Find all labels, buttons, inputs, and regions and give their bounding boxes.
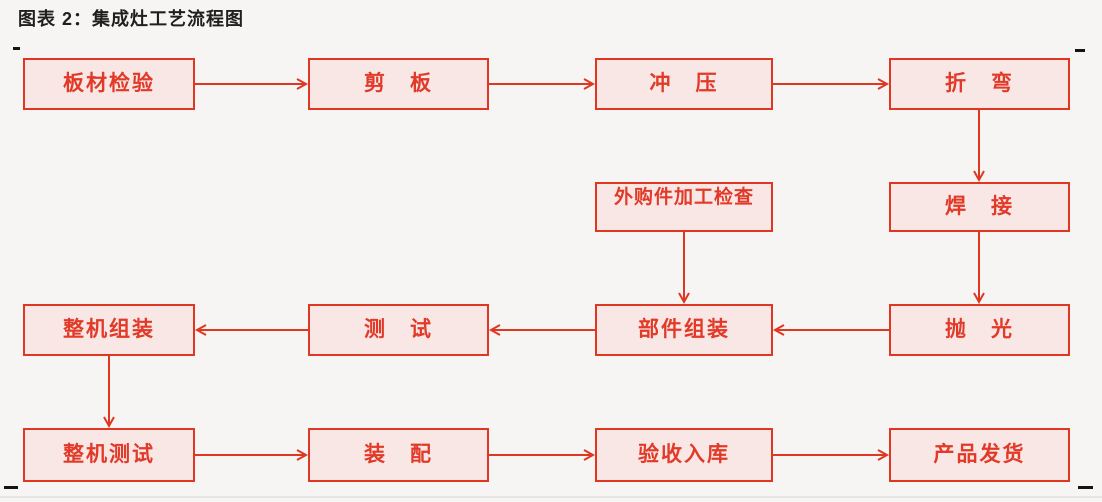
stray-mark-bottom-left	[4, 486, 18, 489]
node-outsourced-parts-inspection: 外购件加工检查	[595, 182, 773, 232]
node-acceptance-warehousing: 验收入库	[595, 428, 773, 482]
node-component-assembly: 部件组装	[595, 304, 773, 356]
bottom-rule	[0, 496, 1102, 498]
stray-mark-bottom-right	[1078, 486, 1093, 489]
node-sheet-inspection: 板材检验	[23, 58, 195, 110]
node-shearing: 剪 板	[308, 58, 489, 110]
node-whole-machine-testing: 整机测试	[23, 428, 195, 482]
node-product-shipment: 产品发货	[889, 428, 1070, 482]
node-stamping: 冲 压	[595, 58, 773, 110]
node-whole-machine-assembly: 整机组装	[23, 304, 195, 356]
node-welding: 焊 接	[889, 182, 1070, 232]
node-testing: 测 试	[308, 304, 489, 356]
stray-mark-top-right	[1075, 49, 1085, 52]
figure-title: 图表 2：集成灶工艺流程图	[18, 9, 245, 29]
node-polishing: 抛 光	[889, 304, 1070, 356]
stray-mark-top-left	[13, 47, 20, 50]
node-final-assembly: 装 配	[308, 428, 489, 482]
node-bending: 折 弯	[889, 58, 1070, 110]
